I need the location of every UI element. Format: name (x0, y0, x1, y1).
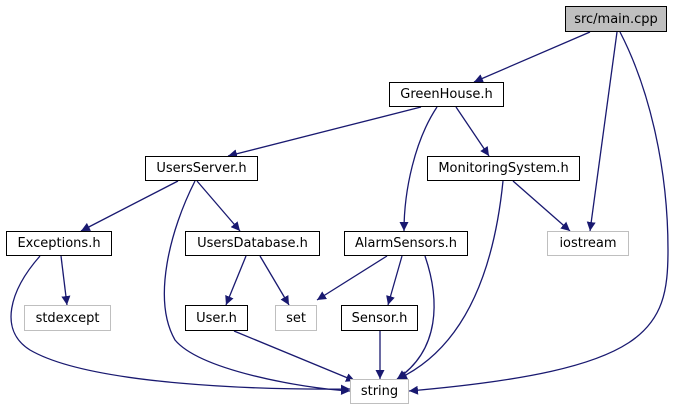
node-set: set (275, 305, 317, 331)
edge-main-cpp-to-iostream (586, 31, 618, 232)
node-usersdatabase-h[interactable]: UsersDatabase.h (185, 231, 320, 256)
edge-exceptions-h-to-stdexcept (60, 255, 71, 306)
edge-monitoringsystem-h-to-string (397, 180, 504, 380)
node-label: stdexcept (35, 310, 100, 326)
edge-alarmsensors-h-to-sensor-h (386, 255, 403, 306)
node-label: User.h (196, 310, 237, 326)
edge-usersserver-h-to-usersdatabase-h (196, 180, 241, 232)
edge-main-cpp-to-string (408, 31, 669, 395)
edge-usersdatabase-h-to-set (259, 255, 290, 306)
node-sensor-h[interactable]: Sensor.h (341, 305, 418, 331)
node-label: src/main.cpp (574, 11, 658, 27)
node-label: AlarmSensors.h (355, 236, 457, 251)
node-label: GreenHouse.h (400, 87, 493, 102)
node-label: set (286, 310, 306, 326)
edge-greenhouse-h-to-alarmsensors-h (399, 106, 438, 232)
node-label: MonitoringSystem.h (438, 161, 569, 176)
node-usersserver-h[interactable]: UsersServer.h (145, 156, 258, 181)
node-alarmsensors-h[interactable]: AlarmSensors.h (344, 231, 468, 256)
edge-main-cpp-to-greenhouse-h (473, 31, 591, 83)
node-string: string (350, 379, 409, 404)
node-label: iostream (559, 236, 617, 251)
edge-exceptions-h-to-string (10, 255, 351, 394)
node-label: UsersDatabase.h (197, 236, 308, 251)
edge-greenhouse-h-to-monitoringsystem-h (455, 106, 490, 157)
node-iostream: iostream (547, 231, 629, 256)
edge-monitoringsystem-h-to-iostream (512, 180, 571, 232)
edge-alarmsensors-h-to-string (396, 255, 435, 380)
edge-usersdatabase-h-to-user-h (225, 255, 247, 306)
node-greenhouse-h[interactable]: GreenHouse.h (389, 82, 504, 107)
edge-alarmsensors-h-to-set (316, 255, 388, 301)
edge-user-h-to-string (233, 330, 356, 382)
node-user-h[interactable]: User.h (185, 305, 248, 331)
node-main-cpp: src/main.cpp (565, 6, 667, 32)
node-label: UsersServer.h (156, 161, 247, 176)
node-stdexcept: stdexcept (24, 305, 111, 331)
node-monitoringsystem-h[interactable]: MonitoringSystem.h (427, 156, 580, 181)
node-label: Exceptions.h (17, 236, 101, 251)
node-label: Sensor.h (351, 310, 408, 326)
node-label: string (360, 384, 399, 399)
edge-usersserver-h-to-string (163, 180, 351, 395)
edge-usersserver-h-to-exceptions-h (80, 180, 179, 232)
node-exceptions-h[interactable]: Exceptions.h (6, 231, 112, 256)
edge-greenhouse-h-to-usersserver-h (227, 106, 422, 159)
